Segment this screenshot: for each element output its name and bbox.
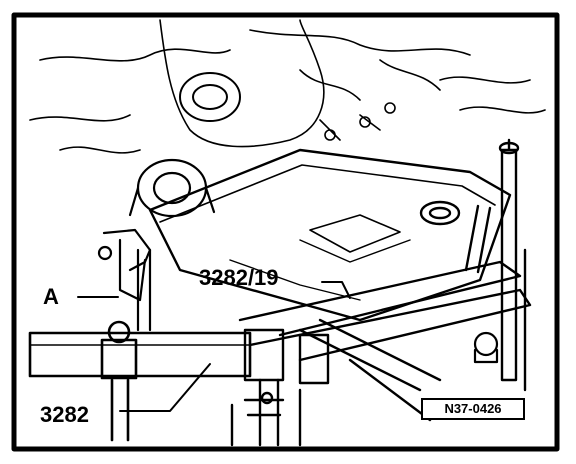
- reference-code-box: N37-0426: [421, 398, 525, 420]
- oil-pan: [148, 148, 512, 322]
- tool-cross-bars: [238, 260, 532, 422]
- central-clamp: [230, 328, 330, 447]
- right-knob: [473, 331, 499, 364]
- tool-3282-bar: [28, 320, 252, 442]
- support-posts: [464, 138, 527, 392]
- reference-code: N37-0426: [444, 401, 502, 416]
- image-frame: [11, 12, 560, 452]
- left-hook: [97, 228, 152, 332]
- callout-a-label: A: [43, 284, 59, 309]
- engine-background: [29, 19, 546, 154]
- leader-lines: [77, 281, 351, 412]
- upper-boss: [179, 72, 241, 122]
- callout-3282-19-label: 3282/19: [199, 265, 279, 290]
- left-bushing: [128, 158, 216, 218]
- callout-3282-label: 3282: [40, 402, 89, 427]
